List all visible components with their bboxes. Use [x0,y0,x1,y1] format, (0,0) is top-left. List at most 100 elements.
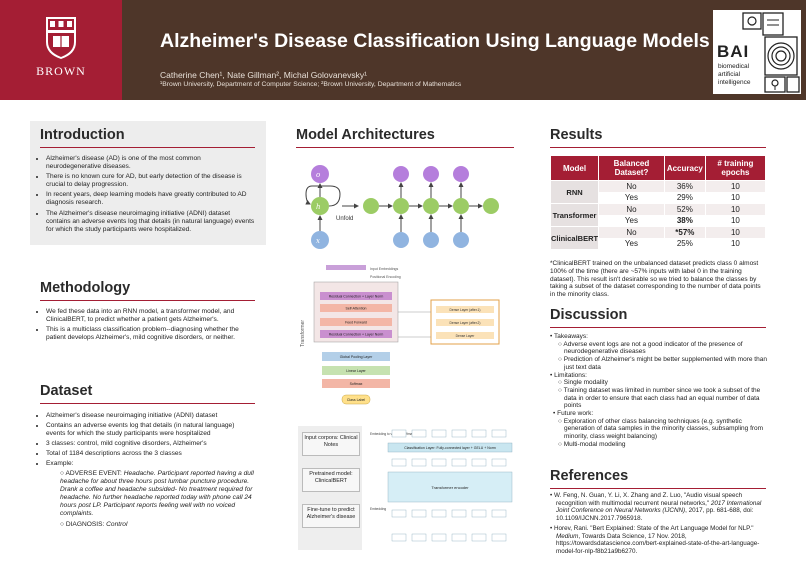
references-title: References [550,468,629,484]
svg-text:Class Label: Class Label [347,398,366,402]
bert-token-box [411,533,427,542]
dataset-example: ○ ADVERSE EVENT: Headache. Participant r… [60,469,254,529]
bert-token-box [391,509,407,518]
transformer-diagram: Transformer Input Embeddings Positional … [300,265,500,405]
transformer-side-label: Transformer [300,320,306,347]
positional-encoding-label: Positional Encoding [370,275,401,279]
dataset-bullet: 3 classes: control, mild cognitive disor… [46,440,255,448]
bert-token-box [491,458,507,467]
bert-token-box [471,509,487,518]
models-title: Model Architectures [296,127,435,143]
bert-token-box [471,533,487,542]
svg-text:Transformer encoder: Transformer encoder [431,485,469,490]
rnn-output-node [311,165,329,183]
intro-bullet: The Alzheimer's disease neuroimaging ini… [46,210,255,234]
col-accuracy: Accuracy [663,155,706,181]
methodology-text: We fed these data into an RNN model, a t… [40,308,255,344]
svg-text:Dense Layer: Dense Layer [456,334,476,338]
embedding-bottom-label: Embedding [370,507,386,511]
bert-token-box [471,429,487,438]
table-row: Yes 29% 10 [551,191,767,204]
method-bullet: This is a multiclass classification prob… [46,326,255,342]
col-balanced: Balanced Dataset? [598,155,665,181]
bert-diagram: Embedding to vocab + softmax Classificat… [370,429,513,542]
svg-text:Linear Layer: Linear Layer [346,369,366,373]
svg-text:Self-Attention: Self-Attention [345,307,366,311]
table-row: RNN No 36% 10 [549,180,767,204]
rnn-unfolded-hidden-node [393,198,409,214]
dataset-title: Dataset [40,383,93,399]
model-cell: Transformer [549,203,600,227]
bai-line-2: artificial [718,71,741,78]
svg-text:x: x [316,237,320,245]
table-row: ClinicalBERT No *57% 10 [549,226,767,250]
results-rule [550,147,766,148]
transformer-encoder [387,471,513,503]
model-cell: ClinicalBERT [549,226,600,250]
affiliations: ¹Brown University, Department of Compute… [160,81,462,88]
rnn-unfolded-output-node [453,166,469,182]
results-footnote: *ClinicalBERT trained on the unbalanced … [550,260,761,299]
reference-item: • W. Feng, N. Guan, Y. Li, X. Zhang and … [550,492,762,523]
dataset-text: Alzheimer's disease neuroimaging initiat… [40,412,255,529]
feed-forward [320,318,392,326]
classification-layer [387,442,513,453]
svg-text:Dense Layer (after.2): Dense Layer (after.2) [450,321,481,325]
rnn-diagram: o h x Unfold [305,165,499,249]
intro-bullet: Alzheimer's disease (AD) is one of the m… [46,155,255,171]
example-label: ADVERSE EVENT: [65,469,122,477]
rnn-unfolded-hidden-node [453,198,469,214]
dataset-bullet: Total of 1184 descriptions across the 3 … [46,450,255,458]
svg-text:Global Pooling Layer: Global Pooling Layer [340,355,373,359]
bai-logo-graphic-icon [742,12,800,93]
results-table: Model Balanced Dataset? Accuracy # train… [549,155,767,250]
header-banner: BROWN Alzheimer's Disease Classification… [0,0,806,100]
svg-text:Feed Forward: Feed Forward [345,321,367,325]
class-label [341,394,371,405]
svg-text:Dense Layer (after.1): Dense Layer (after.1) [450,308,481,312]
residual-2 [320,330,392,338]
brown-logo: BROWN [0,0,122,100]
rnn-unfolded-input-node [453,232,469,248]
bert-token-box [391,458,407,467]
references-text: • W. Feng, N. Guan, Y. Li, X. Zhang and … [550,492,768,556]
methodology-title: Methodology [40,280,131,296]
bert-token-box [471,458,487,467]
col-model: Model [549,155,600,181]
diagnosis-value: Control [106,521,128,529]
discussion-text: • Takeaways: ○ Adverse event logs are no… [550,333,767,448]
bai-line-3: intelligence [718,79,751,86]
svg-text:Classification Layer: Fully-co: Classification Layer: Fully-connected la… [404,446,496,450]
model-cell: RNN [549,180,600,204]
intro-bullet: In recent years, deep learning models ha… [46,191,255,207]
bert-token-box [411,458,427,467]
results-header-row: Model Balanced Dataset? Accuracy # train… [549,155,767,181]
models-rule [296,147,514,148]
bert-token-box [491,533,507,542]
svg-text:Residual Connection + Layer No: Residual Connection + Layer Norm [329,333,384,337]
rnn-unfolded-output-node [393,166,409,182]
bert-step-3: Fine-tune to predict Alzheimer's disease [302,504,360,528]
svg-text:o: o [316,171,320,179]
svg-text:Softmax: Softmax [350,382,363,386]
introduction-box [30,121,266,245]
bert-token-box [391,429,407,438]
discussion-title: Discussion [550,307,628,323]
bert-token-box [451,533,467,542]
table-row: Yes 38% 10 [551,214,767,227]
rnn-unfolded-hidden-node [423,198,439,214]
example-text: Headache. Participant reported having a … [60,469,254,518]
introduction-rule [40,147,255,148]
softmax [322,379,390,388]
table-row: Yes 25% 10 [551,237,767,250]
bai-line-1: biomedical [718,63,750,70]
dataset-bullet: Contains an adverse events log that deta… [46,422,255,438]
references-rule [550,488,766,489]
bert-token-box [451,429,467,438]
bert-token-box [411,509,427,518]
introduction-text: Alzheimer's disease (AD) is one of the m… [40,155,255,236]
bert-token-box [431,509,447,518]
dataset-rule [40,403,255,404]
bert-token-box [491,509,507,518]
